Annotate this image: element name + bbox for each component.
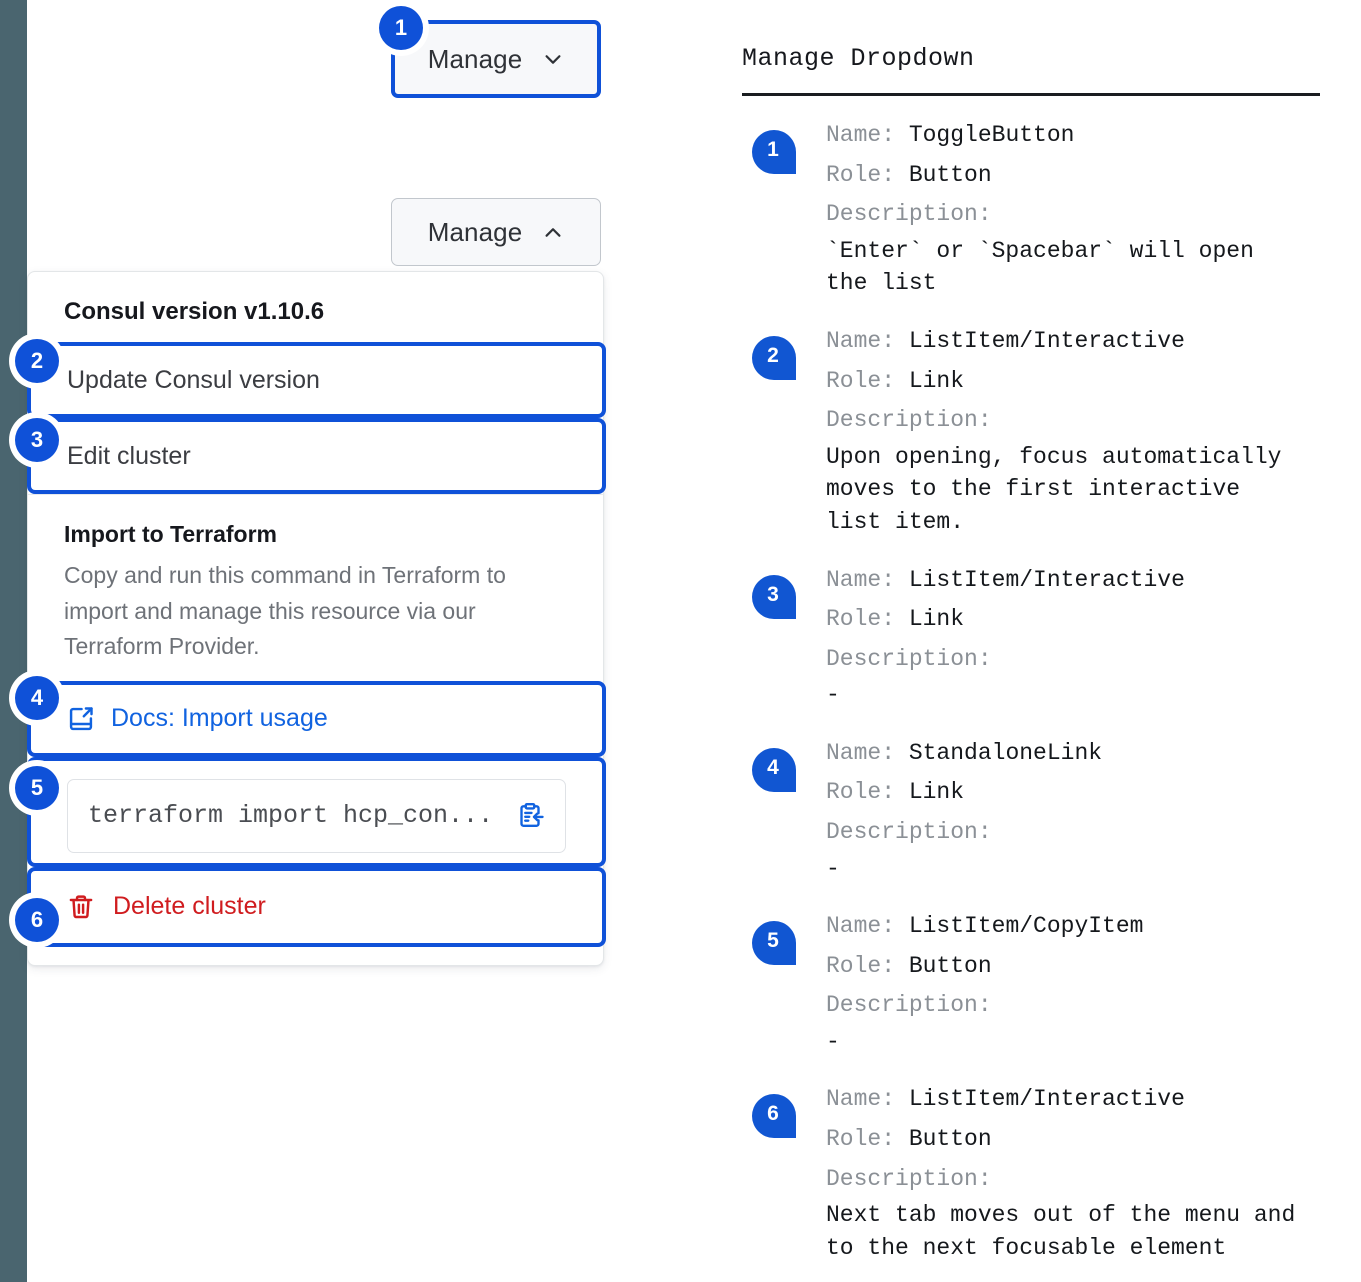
legend-title-rule <box>742 93 1320 96</box>
legend-pin-6-text: 6 <box>767 1102 779 1126</box>
callout-badge-4: 4 <box>15 676 59 720</box>
legend-role-value: Button <box>908 161 992 188</box>
legend-pin-2: 2 <box>752 335 796 380</box>
legend-entry: 5 Name: ListItem/CopyItem Role: Button D… <box>742 907 1342 1058</box>
legend-title: Manage Dropdown <box>742 44 975 73</box>
menu-item-edit-cluster[interactable]: Edit cluster <box>27 418 606 494</box>
legend-description-value: `Enter` or `Spacebar` will open the list <box>826 237 1254 297</box>
component-demo-column: Manage Manage Consul version v1.10.6 Upd… <box>15 0 687 1282</box>
callout-badge-2-text: 2 <box>30 348 44 373</box>
legend-pin-6: 6 <box>752 1094 796 1139</box>
docs-import-usage-label: Docs: Import usage <box>111 704 328 733</box>
legend-description-label: Description: <box>826 992 992 1019</box>
legend-role-value: Link <box>908 779 965 806</box>
legend-pin-5: 5 <box>752 921 796 966</box>
legend-name-value: ListItem/Interactive <box>908 1086 1185 1113</box>
legend-role-label: Role: <box>826 952 896 979</box>
legend-description-value: - <box>826 1028 840 1055</box>
legend-description-label: Description: <box>826 818 992 845</box>
legend-role-value: Link <box>908 606 965 633</box>
legend-entry: 2 Name: ListItem/Interactive Role: Link … <box>742 322 1342 539</box>
terraform-command-value: terraform import hcp_con... <box>88 801 494 831</box>
legend-entry: 3 Name: ListItem/Interactive Role: Link … <box>742 561 1342 712</box>
legend-description-value: - <box>826 855 840 882</box>
legend-pin-4-text: 4 <box>767 755 779 779</box>
legend-name-label: Name: <box>826 913 896 940</box>
legend-name-value: StandaloneLink <box>908 739 1103 766</box>
menu-item-edit-label: Edit cluster <box>67 441 191 470</box>
legend-role-label: Role: <box>826 161 896 188</box>
menu-item-docs-import-usage[interactable]: Docs: Import usage <box>27 680 606 757</box>
menu-item-update-label: Update Consul version <box>67 365 320 394</box>
legend-description-value: Upon opening, focus automatically moves … <box>826 443 1282 535</box>
legend-name-label: Name: <box>826 739 896 766</box>
consul-version-header: Consul version v1.10.6 <box>64 298 325 325</box>
import-to-terraform-title: Import to Terraform <box>64 521 277 547</box>
legend-pin-2-text: 2 <box>767 343 779 367</box>
legend-pin-4: 4 <box>752 747 796 792</box>
chevron-up-icon <box>542 221 564 243</box>
callout-badge-6: 6 <box>15 898 59 942</box>
chevron-down-icon <box>542 48 564 70</box>
menu-item-update-consul-version[interactable]: Update Consul version <box>27 342 606 418</box>
manage-toggle-button-open[interactable]: Manage <box>391 198 601 266</box>
legend-role-label: Role: <box>826 779 896 806</box>
legend-role-value: Button <box>908 1126 992 1152</box>
terraform-command-box[interactable]: terraform import hcp_con... <box>67 778 566 853</box>
callout-badge-1: 1 <box>379 6 423 50</box>
left-nav-rail <box>0 0 27 1282</box>
import-to-terraform-description: Copy and run this command in Terraform t… <box>64 562 506 660</box>
trash-icon <box>67 893 95 921</box>
menu-item-delete-cluster[interactable]: Delete cluster <box>27 866 606 947</box>
callout-badge-2: 2 <box>15 339 59 383</box>
delete-cluster-label: Delete cluster <box>113 892 266 921</box>
legend-name-label: Name: <box>826 1086 896 1113</box>
callout-badge-1-text: 1 <box>394 15 408 40</box>
menu-divider <box>28 494 603 495</box>
legend-entry: 1 Name: ToggleButton Role: Button Descri… <box>742 116 1342 300</box>
legend-entry: 4 Name: StandaloneLink Role: Link Descri… <box>742 734 1342 885</box>
annotation-legend-column: Manage Dropdown 1 Name: ToggleButton Rol… <box>742 0 1342 1282</box>
legend-role-value: Button <box>908 952 992 979</box>
legend-name-value: ListItem/Interactive <box>908 566 1185 593</box>
legend-name-value: ToggleButton <box>908 122 1075 148</box>
legend-name-label: Name: <box>826 327 896 354</box>
legend-role-label: Role: <box>826 606 896 633</box>
legend-description-label: Description: <box>826 1165 992 1192</box>
manage-toggle-button-closed[interactable]: Manage <box>391 20 601 98</box>
legend-entry-list: 1 Name: ToggleButton Role: Button Descri… <box>742 116 1342 1264</box>
callout-badge-3-text: 3 <box>30 427 44 452</box>
callout-badge-4-text: 4 <box>30 685 44 710</box>
legend-role-label: Role: <box>826 1126 896 1152</box>
callout-badge-5-text: 5 <box>30 775 44 800</box>
legend-pin-3-text: 3 <box>767 582 779 606</box>
legend-description-value: - <box>826 682 840 709</box>
legend-name-value: ListItem/CopyItem <box>908 913 1144 940</box>
legend-description-label: Description: <box>826 201 992 228</box>
panel-bottom-padding <box>28 947 603 965</box>
manage-toggle-open-label: Manage <box>427 216 523 247</box>
legend-description-label: Description: <box>826 645 992 672</box>
legend-role-label: Role: <box>826 367 896 394</box>
legend-name-label: Name: <box>826 122 896 148</box>
legend-description-value: Next tab moves out of the menu and to th… <box>826 1202 1296 1261</box>
callout-badge-5: 5 <box>15 766 59 810</box>
copy-clipboard-icon[interactable] <box>515 801 545 831</box>
legend-entry: 6 Name: ListItem/Interactive Role: Butto… <box>742 1080 1342 1264</box>
docs-external-link-icon <box>67 705 95 733</box>
callout-badge-6-text: 6 <box>30 907 44 932</box>
legend-pin-5-text: 5 <box>767 929 779 953</box>
callout-badge-3: 3 <box>15 418 59 462</box>
legend-pin-1: 1 <box>752 130 796 174</box>
legend-description-label: Description: <box>826 407 992 434</box>
legend-name-label: Name: <box>826 566 896 593</box>
legend-pin-3: 3 <box>752 574 796 619</box>
legend-pin-1-text: 1 <box>767 138 779 161</box>
menu-item-copy-terraform-command[interactable]: terraform import hcp_con... <box>27 756 606 867</box>
manage-dropdown-panel: Consul version v1.10.6 Update Consul ver… <box>27 271 606 966</box>
manage-toggle-label: Manage <box>427 43 523 74</box>
legend-name-value: ListItem/Interactive <box>908 327 1185 354</box>
legend-role-value: Link <box>908 367 965 394</box>
